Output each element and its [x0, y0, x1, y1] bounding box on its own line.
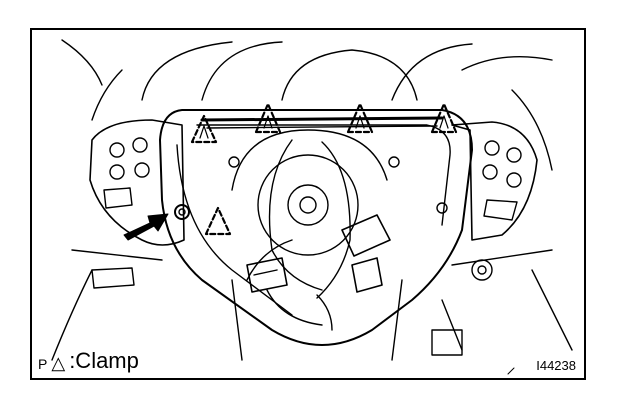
diagram-frame: P △ :Clamp I44238 [30, 28, 586, 380]
screw-icon [174, 204, 190, 220]
dashed-triangle-icon [204, 206, 232, 236]
dashed-triangle-icon [430, 102, 458, 134]
steering-wheel-illustration [51, 39, 573, 375]
dashed-triangle-icon [190, 114, 218, 144]
triangle-symbol-icon: △ [51, 353, 66, 373]
dashed-triangle-icon [346, 102, 374, 134]
instrument-cluster [61, 39, 553, 171]
clamp-clip-details [199, 115, 449, 139]
spiral-cable-hub [228, 129, 448, 331]
top-trim-bar-lower [206, 125, 438, 129]
figure-id: I44238 [536, 358, 576, 373]
black-arrow-icon [123, 213, 169, 241]
legend-text: :Clamp [69, 348, 139, 373]
steering-wheel-outline [51, 109, 573, 361]
clamp-legend: P △ :Clamp [38, 348, 139, 374]
clamp-markers [190, 102, 458, 236]
legend-prefix: P [38, 356, 48, 372]
dashed-triangle-icon [254, 102, 282, 134]
top-trim-bar [200, 116, 444, 122]
